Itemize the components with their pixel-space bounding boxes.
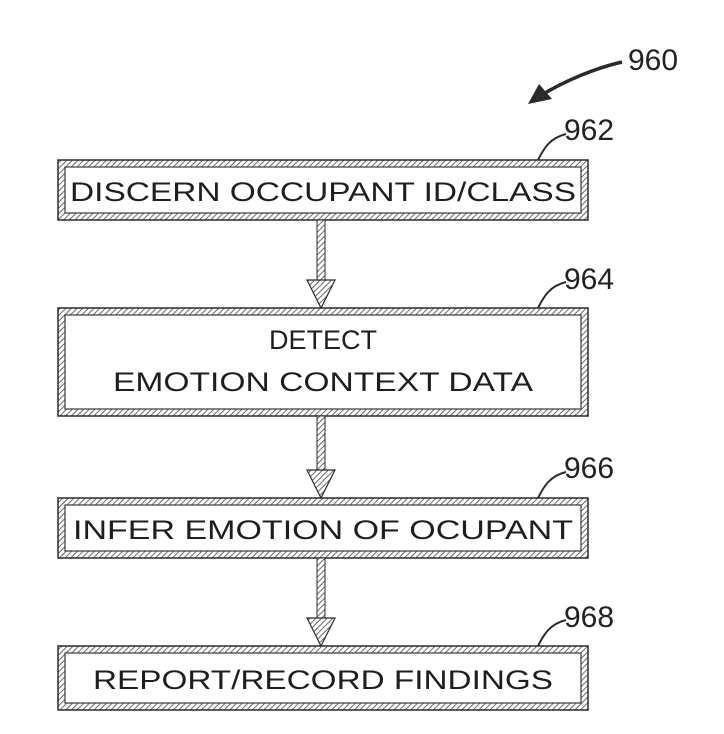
step-discern-occupant: DISCERN OCCUPANT ID/CLASS 962 <box>57 114 614 221</box>
step-box-inner <box>64 652 582 704</box>
step-report-record: REPORT/RECORD FINDINGS 968 <box>57 601 614 711</box>
connector-arrow-3 <box>306 557 336 648</box>
step-ref-leader <box>537 471 567 499</box>
step-label-line-2: EMOTION CONTEXT DATA <box>113 367 533 397</box>
step-label-line-1: DETECT <box>269 325 377 355</box>
step-label: REPORT/RECORD FINDINGS <box>93 665 553 695</box>
step-label: INFER EMOTION OF OCUPANT <box>73 515 573 545</box>
step-ref-leader <box>537 133 567 161</box>
step-ref-label: 966 <box>564 452 614 485</box>
step-box-inner <box>64 314 582 410</box>
step-box-inner <box>64 166 582 214</box>
step-ref-label: 968 <box>564 601 614 634</box>
step-ref-leader <box>537 619 567 647</box>
figure-ref-label: 960 <box>628 44 678 77</box>
step-detect-emotion-context: DETECT EMOTION CONTEXT DATA 964 <box>57 263 614 417</box>
step-ref-leader <box>537 281 567 309</box>
step-infer-emotion: INFER EMOTION OF OCUPANT 966 <box>57 452 614 559</box>
step-box-inner <box>64 504 582 552</box>
figure-ref-arrowhead <box>528 84 552 104</box>
connector-arrow-1 <box>306 219 336 310</box>
step-ref-label: 964 <box>564 263 614 296</box>
connector-arrow-2 <box>306 415 336 500</box>
figure-reference: 960 <box>528 44 678 104</box>
figure-ref-arrow-curve <box>539 60 623 98</box>
step-ref-label: 962 <box>564 114 614 147</box>
step-label: DISCERN OCCUPANT ID/CLASS <box>70 177 576 207</box>
